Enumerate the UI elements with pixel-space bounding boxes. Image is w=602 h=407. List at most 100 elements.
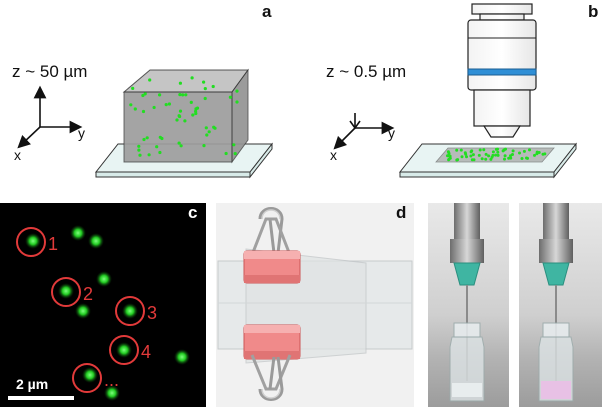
axis-y-label: y bbox=[78, 125, 85, 141]
fluorescent-particles bbox=[446, 147, 547, 162]
panel-label-d: d bbox=[396, 203, 407, 222]
particle-spot bbox=[104, 385, 120, 401]
particle-dot bbox=[455, 158, 459, 162]
particle-dot bbox=[511, 149, 515, 153]
particle-dot bbox=[143, 92, 147, 96]
particle-dot bbox=[496, 147, 499, 151]
particle-dot bbox=[179, 144, 183, 148]
marker-label: 1 bbox=[48, 234, 58, 254]
glass-slide bbox=[398, 142, 578, 179]
particle-dot bbox=[204, 126, 208, 130]
panel-b: b z ~ 0.5 µm y x bbox=[300, 0, 602, 195]
particle-dot bbox=[477, 153, 481, 157]
particle-dot bbox=[207, 130, 211, 134]
particle-dot bbox=[232, 143, 236, 147]
marker-circle bbox=[16, 227, 46, 257]
particle-dot bbox=[446, 154, 449, 158]
particle-dot bbox=[471, 153, 475, 157]
particle-dot bbox=[224, 151, 228, 156]
panel-label-a: a bbox=[262, 2, 272, 21]
particle-dot bbox=[137, 148, 141, 152]
photo-clear-vial bbox=[428, 203, 509, 407]
particle-dot bbox=[496, 153, 500, 157]
particle-dot bbox=[472, 158, 476, 162]
particle-dot bbox=[202, 80, 206, 84]
particle-spot bbox=[58, 283, 74, 299]
particle-dot bbox=[233, 152, 237, 156]
particle-dot bbox=[155, 145, 159, 149]
glass-vial bbox=[449, 322, 485, 402]
particle-dot bbox=[520, 157, 524, 160]
particle-dot bbox=[212, 125, 216, 129]
particle-dot bbox=[133, 107, 137, 111]
particle-dot bbox=[145, 136, 149, 140]
particle-dot bbox=[190, 76, 194, 80]
particle-dot bbox=[469, 150, 473, 154]
sample-cube bbox=[122, 68, 249, 164]
panel-a: a z ~ 50 µm y x bbox=[0, 0, 300, 195]
particle-dot bbox=[484, 157, 488, 161]
particle-spot bbox=[96, 271, 112, 287]
particle-dot bbox=[509, 154, 512, 158]
particle-dot bbox=[465, 155, 468, 159]
particle-dot bbox=[482, 148, 486, 152]
particle-spot bbox=[75, 303, 91, 319]
particle-dot bbox=[181, 93, 185, 97]
particle-dot bbox=[525, 156, 528, 160]
particle-spot bbox=[70, 225, 86, 241]
panel-label-c: c bbox=[188, 203, 198, 222]
particle-dot bbox=[494, 153, 498, 157]
particle-dot bbox=[129, 103, 133, 107]
particle-dot bbox=[491, 150, 495, 154]
particle-dot bbox=[148, 78, 152, 82]
particle-dot bbox=[167, 102, 171, 106]
marker-circle bbox=[109, 335, 139, 365]
binder-clip-bottom bbox=[243, 324, 301, 401]
particle-spot bbox=[25, 233, 41, 249]
particle-spot bbox=[82, 367, 98, 383]
axis-y-label: y bbox=[388, 125, 395, 141]
particle-dot bbox=[131, 86, 135, 90]
particle-spot bbox=[174, 349, 190, 365]
axis-x-label: x bbox=[330, 147, 337, 163]
particle-dot bbox=[503, 157, 506, 161]
particle-spot bbox=[116, 342, 132, 358]
particle-dot bbox=[177, 141, 181, 145]
panel-label-b: b bbox=[588, 2, 599, 21]
particle-spots bbox=[25, 225, 190, 401]
depth-label-b: z ~ 0.5 µm bbox=[326, 62, 407, 81]
particle-dot bbox=[189, 100, 193, 104]
thin-sample-illustration: y x bbox=[330, 3, 578, 179]
particle-dot bbox=[178, 93, 182, 97]
particle-dot bbox=[235, 100, 239, 104]
axes-icon: y x bbox=[14, 85, 85, 163]
particle-dot bbox=[147, 153, 151, 157]
particle-dot bbox=[164, 103, 168, 107]
binder-clip-top bbox=[243, 207, 301, 284]
particle-dot bbox=[448, 156, 452, 160]
particle-dot bbox=[158, 135, 162, 139]
particle-dot bbox=[228, 95, 232, 99]
panel-e: e bbox=[428, 203, 602, 407]
particle-dot bbox=[141, 93, 145, 98]
particle-dot bbox=[178, 81, 182, 85]
particle-dot bbox=[194, 111, 198, 116]
particle-dot bbox=[469, 154, 473, 158]
axes-icon: y x bbox=[330, 113, 395, 163]
marker-circle bbox=[72, 363, 102, 393]
particle-dot bbox=[460, 155, 464, 159]
particle-dot bbox=[152, 105, 156, 110]
particle-dot bbox=[211, 84, 215, 89]
clipped-slides-photo bbox=[217, 207, 413, 401]
particle-dot bbox=[522, 149, 526, 153]
marker-circle bbox=[115, 296, 145, 326]
particle-dot bbox=[533, 153, 536, 157]
particle-dot bbox=[195, 106, 200, 110]
particle-dot bbox=[177, 114, 181, 118]
particle-dot bbox=[496, 150, 500, 154]
particle-dot bbox=[487, 154, 491, 158]
glass-vial bbox=[538, 322, 574, 402]
photo-pink-vial bbox=[519, 203, 602, 407]
